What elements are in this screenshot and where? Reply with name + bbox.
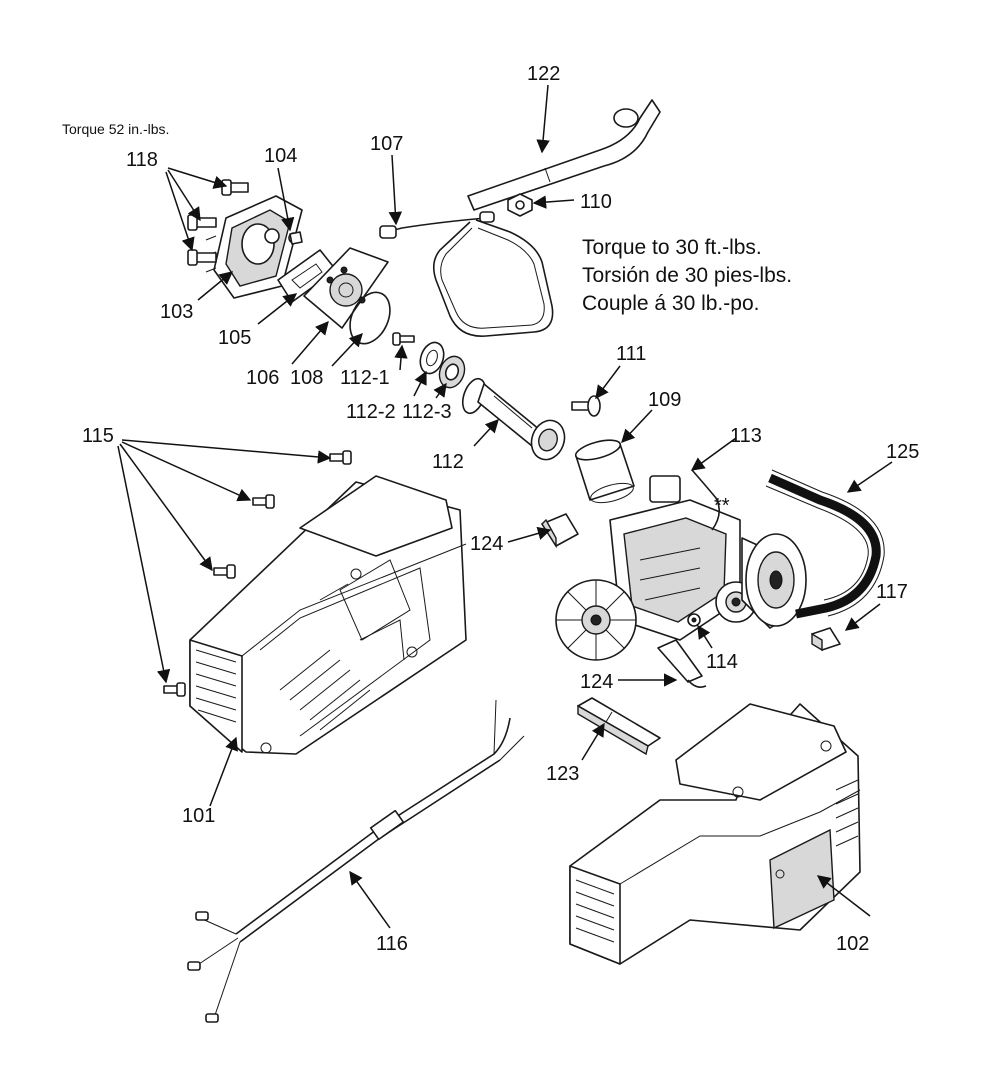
part-112-3-bearing [438, 355, 466, 389]
part-109-cylinder-sleeve [574, 439, 635, 504]
torque-note-right: Torque to 30 ft.-lbs. Torsión de 30 pies… [582, 236, 792, 315]
torque-note-line-1: Torque to 30 ft.-lbs. [582, 236, 762, 259]
callout-116: 116 [376, 933, 408, 955]
part-104-clip [288, 231, 303, 245]
torque-note-top: Torque 52 in.-lbs. [62, 121, 169, 137]
leader-lines [117, 84, 893, 929]
part-116-power-cord [187, 699, 525, 1023]
motor-fan [555, 579, 637, 661]
part-113-wire [691, 469, 720, 531]
callout-113: 113 [730, 425, 762, 447]
part-111-bolt [571, 395, 601, 417]
part-114-screw [687, 613, 701, 627]
callout-labels: 122 110 107 118 104 103 105 106 108 112-… [82, 63, 919, 955]
callout-109: 109 [648, 389, 681, 411]
torque-note-line-3: Couple á 30 lb.-po. [582, 292, 759, 315]
part-112-1-screw [392, 332, 415, 346]
callout-117: 117 [876, 581, 908, 603]
part-112-2-sleeve [419, 341, 445, 375]
callout-124-upper: 124 [470, 533, 503, 555]
callout-110: 110 [580, 191, 612, 213]
part-115-screws [163, 450, 352, 697]
callout-112-1: 112-1 [340, 367, 390, 389]
callout-103: 103 [160, 301, 193, 323]
part-123-handle-insert [577, 697, 661, 756]
part-102-right-shroud [569, 703, 861, 965]
motor-pulley [745, 533, 807, 627]
callout-111: 111 [616, 343, 646, 365]
callout-118: 118 [126, 149, 158, 171]
part-103-cylinder-head [205, 195, 303, 299]
part-117-block [811, 627, 841, 652]
callout-101: 101 [182, 805, 215, 827]
callout-123: 123 [546, 763, 579, 785]
part-112-connecting-rod [461, 377, 566, 461]
torque-note-line-2: Torsión de 30 pies-lbs. [582, 264, 792, 287]
callout-114: 114 [706, 651, 738, 673]
part-110-nut [507, 193, 533, 217]
part-107-loop-tube [379, 211, 554, 337]
callout-112: 112 [432, 451, 464, 473]
callout-115: 115 [82, 425, 114, 447]
callout-124-lower: 124 [580, 671, 613, 693]
callout-104: 104 [264, 145, 297, 167]
callout-108: 108 [290, 367, 323, 389]
part-124-brush-lower [657, 639, 707, 688]
part-122-outlet-tube [467, 99, 661, 211]
part-106-valve-plate [303, 247, 389, 329]
callout-107: 107 [370, 133, 403, 155]
callout-102: 102 [836, 933, 869, 955]
callout-122: 122 [527, 63, 560, 85]
callout-112-2: 112-2 [346, 401, 396, 423]
part-125-drive-belt [765, 469, 885, 619]
callout-106: 106 [246, 367, 279, 389]
part-101-left-shroud [189, 475, 467, 755]
callout-105: 105 [218, 327, 251, 349]
callout-112-3: 112-3 [402, 401, 452, 423]
callout-125: 125 [886, 441, 919, 463]
motor-assembly: ** [555, 475, 807, 661]
